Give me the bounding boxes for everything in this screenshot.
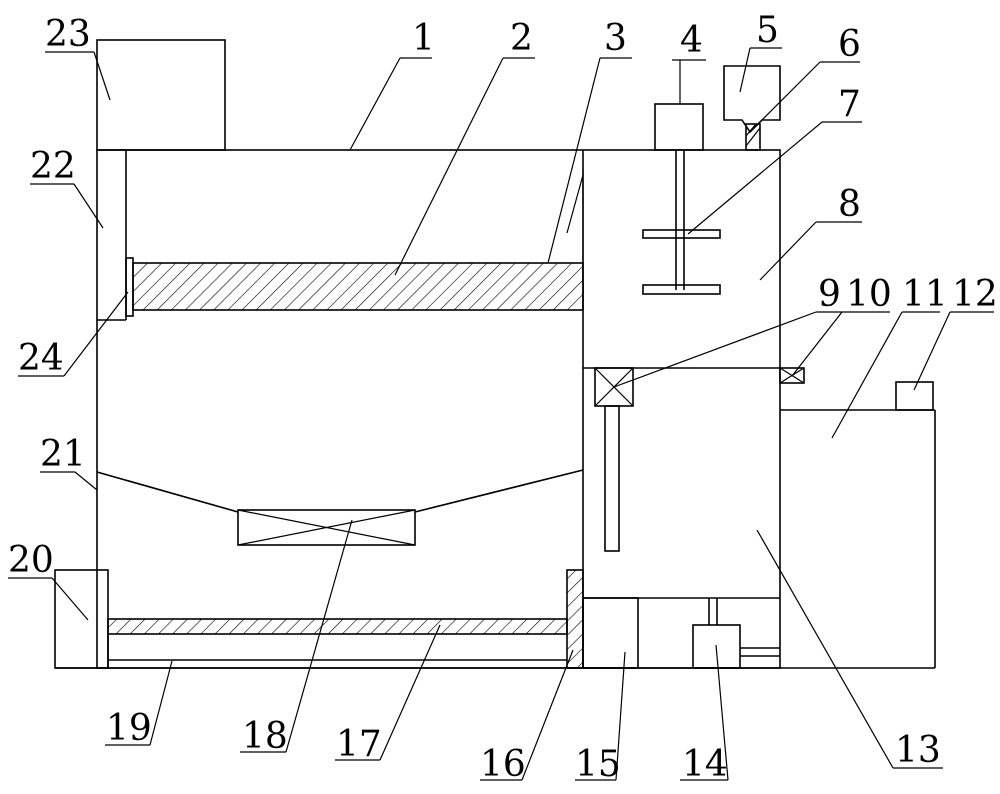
part-labels: 1 2 3 4 5 6 7 8 9 10 11 12 13 14 15 16 1… xyxy=(8,10,998,785)
foot-20 xyxy=(54,569,109,669)
hopper-5 xyxy=(723,65,781,134)
label-5: 5 xyxy=(756,10,779,51)
left-panel-22 xyxy=(97,150,127,321)
label-2: 2 xyxy=(510,18,533,59)
label-9: 9 xyxy=(818,274,841,315)
label-16: 16 xyxy=(480,744,526,785)
right-chamber-8 xyxy=(582,150,780,668)
stirrer-7 xyxy=(642,150,721,295)
base-19 xyxy=(107,634,567,668)
main-housing xyxy=(55,149,935,669)
label-10: 10 xyxy=(846,274,892,315)
label-20: 20 xyxy=(8,540,54,581)
label-1: 1 xyxy=(412,18,435,59)
label-19: 19 xyxy=(106,708,152,749)
post-16 xyxy=(566,569,584,669)
label-14: 14 xyxy=(682,744,728,785)
motor-4 xyxy=(654,103,704,151)
tank-11 xyxy=(780,409,936,668)
label-6: 6 xyxy=(838,24,861,65)
label-8: 8 xyxy=(838,184,861,225)
label-12: 12 xyxy=(952,274,998,315)
sieve-21 xyxy=(96,469,584,513)
bracket-24 xyxy=(125,257,134,317)
label-24: 24 xyxy=(18,338,64,379)
label-7: 7 xyxy=(838,84,861,125)
label-23: 23 xyxy=(45,14,91,55)
label-22: 22 xyxy=(30,146,76,187)
valve-9 xyxy=(594,367,634,552)
box-15 xyxy=(582,597,639,669)
box-12 xyxy=(895,381,934,411)
label-13: 13 xyxy=(895,730,941,771)
label-21: 21 xyxy=(40,434,86,475)
label-15: 15 xyxy=(575,744,621,785)
label-17: 17 xyxy=(336,724,382,765)
label-18: 18 xyxy=(242,716,288,757)
pump-14 xyxy=(692,598,780,669)
leader-lines xyxy=(8,47,994,781)
top-box-23 xyxy=(96,39,226,151)
filter-box-18 xyxy=(237,509,416,546)
label-4: 4 xyxy=(680,20,703,61)
feed-pipe-6 xyxy=(745,123,761,151)
label-11: 11 xyxy=(902,274,948,315)
label-3: 3 xyxy=(604,18,627,59)
screen-bar-2 xyxy=(132,262,584,311)
bottom-bar-17 xyxy=(107,618,568,635)
